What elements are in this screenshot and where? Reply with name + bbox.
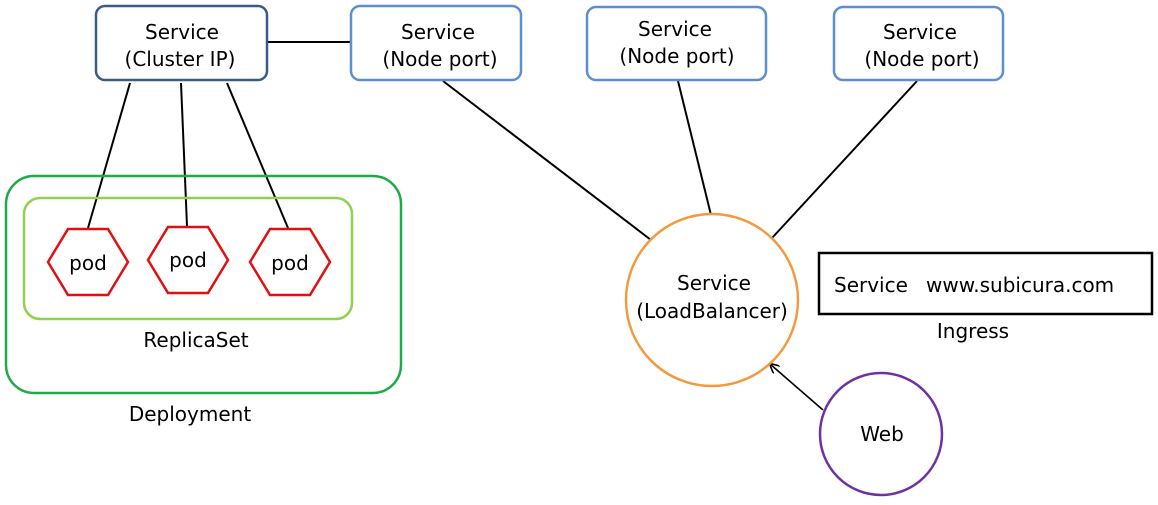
loadbalancer-line1: Service — [677, 271, 751, 295]
node-port-box — [585, 5, 768, 82]
connector-nodeport-1-lb — [442, 80, 652, 241]
node-port-box — [832, 5, 1005, 82]
pod-label: pod — [271, 251, 309, 275]
pod-label: pod — [69, 251, 107, 275]
replicaset-border — [22, 196, 354, 321]
pod-label: pod — [169, 248, 207, 272]
ingress-service: Service — [834, 273, 908, 297]
web-circle — [818, 371, 944, 497]
service-node-port-2: Service (Node port) — [585, 5, 768, 82]
node-port-line1: Service — [401, 20, 475, 44]
pod-hexagon — [46, 227, 130, 297]
ingress-box — [817, 251, 1154, 316]
service-node-port-1: Service (Node port) — [349, 4, 523, 82]
node-port-line1: Service — [883, 20, 957, 44]
node-port-line2: (Node port) — [382, 47, 497, 71]
connector-clusterip-pod-2 — [180, 82, 188, 227]
pod-hexagon — [248, 227, 332, 297]
ingress-label: Ingress — [937, 319, 1009, 343]
pod-2: pod — [146, 225, 230, 295]
connector-clusterip-pod-1 — [87, 82, 131, 229]
loadbalancer-circle — [624, 212, 800, 388]
web-label: Web — [860, 422, 904, 446]
connectors — [87, 41, 918, 241]
cluster-ip-line1: Service — [145, 20, 219, 44]
web-to-lb-arrow — [770, 364, 824, 411]
node-port-line2: (Node port) — [619, 44, 734, 68]
loadbalancer-line2: (LoadBalancer) — [636, 299, 788, 323]
pod-1: pod — [46, 227, 130, 297]
node-port-line2: (Node port) — [864, 47, 979, 71]
deployment-border — [4, 174, 403, 395]
service-cluster-ip: Service (Cluster IP) — [94, 4, 269, 82]
ingress-host: www.subicura.com — [926, 273, 1114, 297]
connector-nodeport-3-lb — [771, 80, 918, 239]
connector-clusterip-pod-3 — [226, 82, 289, 229]
web: Web — [818, 371, 944, 497]
cluster-ip-box — [94, 4, 269, 82]
cluster-ip-line2: (Cluster IP) — [125, 47, 236, 71]
ingress: Service www.subicura.com Ingress — [817, 251, 1154, 343]
replicaset: ReplicaSet — [22, 196, 354, 352]
pod-3: pod — [248, 227, 332, 297]
pod-hexagon — [146, 225, 230, 295]
connector-nodeport-2-lb — [677, 80, 712, 216]
service-loadbalancer: Service (LoadBalancer) — [624, 212, 800, 388]
service-node-port-3: Service (Node port) — [832, 5, 1005, 82]
deployment-label: Deployment — [129, 402, 251, 426]
node-port-line1: Service — [638, 17, 712, 41]
deployment: Deployment — [4, 174, 403, 426]
node-port-box — [349, 4, 523, 82]
replicaset-label: ReplicaSet — [143, 328, 248, 352]
